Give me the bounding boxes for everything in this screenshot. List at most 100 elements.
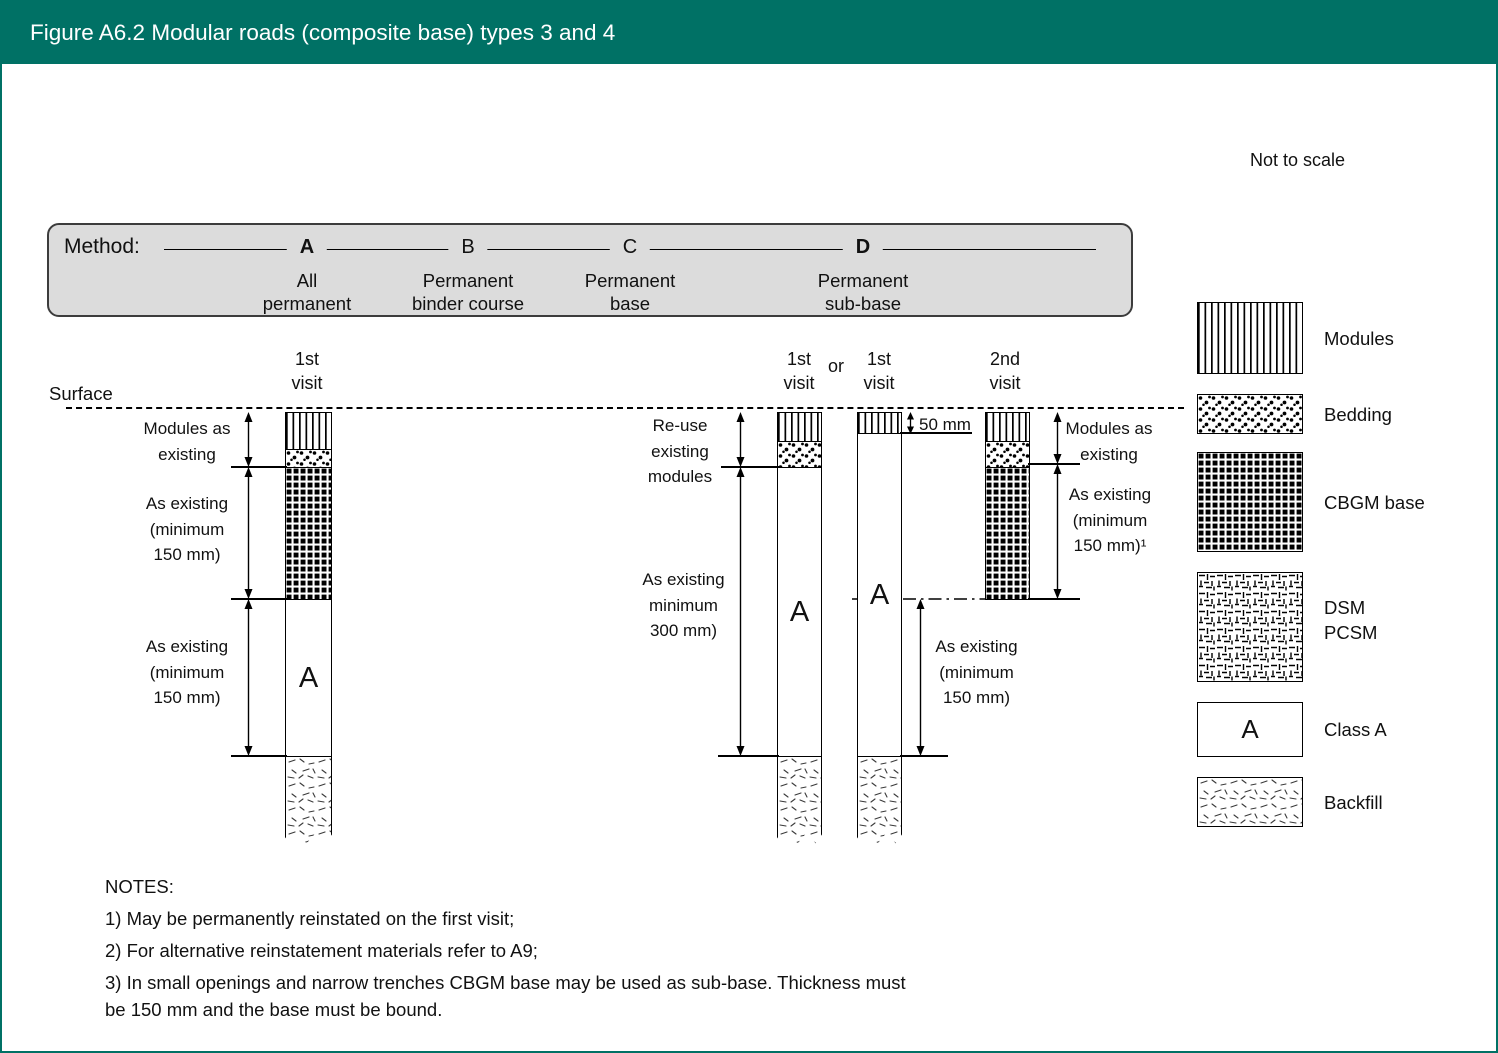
cbgm-pattern [986,468,1029,599]
class-a-letter: A [789,595,810,628]
extension-line [231,466,287,468]
dimension-arrow [244,467,253,599]
legend-swatch-bedding [1197,394,1303,434]
legend-label-modules: Modules [1324,328,1394,349]
legend-swatch-cbgm [1197,452,1303,552]
dimension-arrow [736,467,745,756]
class-a-layer: A [285,600,332,757]
dsm-pattern [1198,573,1302,681]
bedding-layer [777,442,822,468]
backfill-pattern [286,757,331,844]
not-to-scale-note: Not to scale [1250,150,1346,170]
modules-pattern [286,413,331,449]
class-a-letter: A [298,661,319,694]
class-a-layer: A [857,434,902,757]
annotation-col4-base: As existing (minimum 150 mm)¹ [1068,485,1152,555]
bedding-layer [285,450,332,468]
bedding-pattern [778,442,821,467]
extension-line [900,755,948,757]
class-a-layer: A [777,468,822,757]
extension-line [231,755,287,757]
legend-label-backfill: Backfill [1324,792,1383,813]
legend-swatch-class-a: A [1197,702,1303,757]
cbgm-pattern [286,468,331,599]
method-desc-d: Permanent sub-base [817,270,909,315]
dimension-arrow [244,599,253,756]
modules-pattern [858,413,901,433]
extension-line [900,432,972,434]
bedding-pattern [986,442,1029,467]
visit-or-label: or [827,356,845,376]
visit-label-col4: 2nd visit [989,349,1021,394]
backfill-pattern [778,757,821,844]
surface-label: Surface [49,383,113,404]
annotation-col1-base: As existing (minimum 150 mm) [145,494,229,564]
legend-swatch-modules [1197,302,1303,374]
method-desc-c: Permanent base [584,270,676,315]
notes-heading: NOTES: [105,876,174,897]
extension-line [231,598,287,600]
method-letter-a: A [286,236,328,259]
visit-label-col1: 1st visit [291,349,323,394]
surface-line [66,407,1184,409]
legend-label-cbgm: CBGM base [1324,492,1425,513]
modules-pattern [778,413,821,441]
class-a-letter: A [869,578,890,611]
modules-layer [777,412,822,442]
cbgm-pattern [1198,453,1302,551]
annotation-col3-subbase: As existing (minimum 150 mm) [935,637,1018,707]
annotation-col2-modules: Re-use existing modules [647,416,713,486]
modules-layer [985,412,1030,442]
method-letter-d: D [842,236,884,259]
note-2: 2) For alternative reinstatement materia… [105,940,538,961]
dimension-arrow [244,412,253,467]
backfill-pattern [1198,778,1302,826]
legend-swatch-backfill [1197,777,1303,827]
figure-title-bar: Figure A6.2 Modular roads (composite bas… [2,2,1496,64]
method-box [47,223,1133,317]
extension-line [1028,463,1080,465]
backfill-layer [285,757,332,844]
column-method-d-first-visit-b: A [857,412,902,847]
visit-label-col3: 1st visit [863,349,895,394]
column-method-d-first-visit-a: A [777,412,822,847]
modules-layer [285,412,332,450]
method-letter-c: C [609,236,651,259]
extension-line [721,466,779,468]
bedding-pattern [1198,395,1302,433]
method-letter-b: B [448,236,488,259]
annotation-col1-modules: Modules as existing [143,419,231,464]
annotation-col1-subbase: As existing (minimum 150 mm) [145,637,229,707]
cbgm-layer [285,468,332,600]
backfill-layer [857,757,902,844]
column-method-a: A [285,412,332,847]
dimension-arrow [916,599,925,756]
extension-line [1028,598,1080,600]
note-1: 1) May be permanently reinstated on the … [105,908,515,929]
bedding-layer [985,442,1030,468]
note-3: 3) In small openings and narrow trenches… [105,972,906,1020]
modules-pattern [986,413,1029,441]
legend-label-dsm: DSM PCSM [1324,597,1378,643]
method-desc-a: All permanent [262,270,352,315]
figure-title: Figure A6.2 Modular roads (composite bas… [30,20,616,45]
backfill-pattern [858,757,901,844]
modules-layer [857,412,902,434]
method-desc-b: Permanent binder course [411,270,525,315]
column-method-d-second-visit [985,412,1030,600]
annotation-col2-depth: As existing minimum 300 mm) [642,570,725,640]
modules-pattern [1198,303,1302,373]
legend-swatch-dsm [1197,572,1303,682]
annotation-col3-50mm: 50 mm [919,415,971,434]
method-label: Method: [64,235,140,258]
extension-line [718,755,779,757]
dimension-arrow [907,412,914,434]
visit-label-col2: 1st visit [783,349,815,394]
legend-label-class-a: Class A [1324,719,1387,740]
cbgm-layer [985,468,1030,600]
dimension-arrow [1053,464,1062,599]
dimension-arrow [736,412,745,467]
annotation-col4-modules: Modules as existing [1065,419,1153,464]
dimension-arrow [1053,412,1062,464]
